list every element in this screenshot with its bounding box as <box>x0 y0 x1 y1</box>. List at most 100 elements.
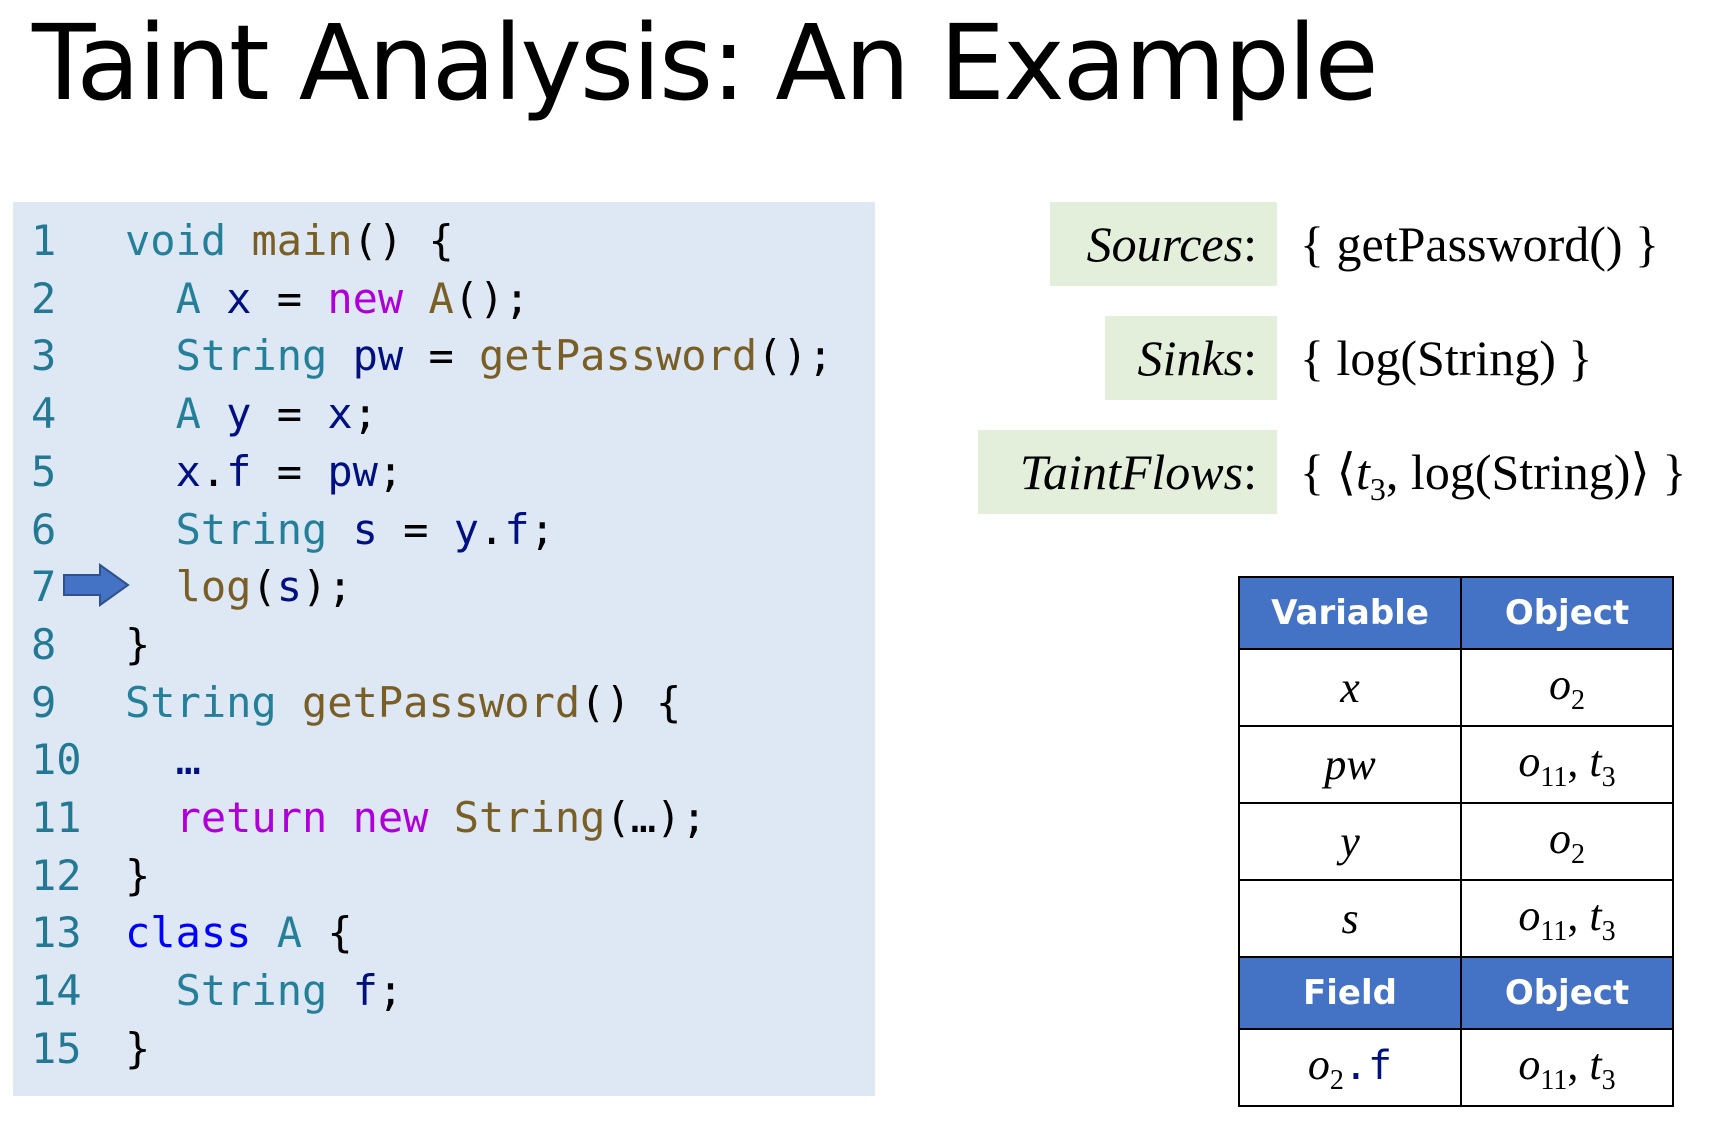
code-token <box>125 793 176 842</box>
line-number: 3 <box>31 331 57 381</box>
variable-cell: y <box>1238 802 1462 881</box>
taintflows-label: TaintFlows: <box>978 430 1277 514</box>
page-title: Taint Analysis: An Example <box>32 2 1379 124</box>
code-token: ; <box>377 446 404 496</box>
code-text: return new String(…); <box>125 789 707 847</box>
line-number: 10 <box>31 735 82 785</box>
code-token: y <box>453 504 480 554</box>
code-token: x <box>327 389 353 439</box>
line-number: 14 <box>31 966 82 1016</box>
code-text: class A { <box>125 904 353 962</box>
code-token: (); <box>757 331 834 381</box>
line-number: 5 <box>31 446 57 496</box>
code-text: A x = new A(); <box>125 270 530 328</box>
code-text: String pw = getPassword(); <box>125 327 833 385</box>
code-token: A <box>428 273 454 323</box>
sinks-value: { log(String) } <box>1300 330 1593 386</box>
object-cell: o11, t3 <box>1460 879 1674 958</box>
code-token: (…); <box>605 793 707 842</box>
line-number: 15 <box>31 1023 82 1073</box>
code-token <box>125 447 176 496</box>
code-token: = <box>251 446 328 496</box>
code-token: s <box>276 562 303 612</box>
line-number: 13 <box>31 908 82 958</box>
code-token: pw <box>352 331 404 381</box>
variable-cell: x <box>1238 648 1462 727</box>
code-token: return <box>175 793 328 842</box>
code-token: ); <box>302 562 353 612</box>
variable-cell: s <box>1238 879 1462 958</box>
line-number: 12 <box>31 850 82 900</box>
line-number: 2 <box>31 273 57 323</box>
code-token: } <box>125 850 151 900</box>
sources-label: Sources: <box>1050 202 1277 286</box>
code-token: main <box>251 216 353 265</box>
code-token <box>226 216 251 265</box>
code-token: (); <box>453 273 530 323</box>
taintflows-value: { ⟨t3, log(String)⟩ } <box>1300 444 1687 507</box>
line-number: 4 <box>31 389 57 439</box>
code-token: } <box>125 1023 151 1073</box>
code-token: new <box>352 793 429 842</box>
code-token <box>251 908 276 957</box>
code-token: x <box>175 446 201 496</box>
code-text: void main() { <box>125 212 454 270</box>
code-token <box>428 793 453 842</box>
code-token: . <box>479 504 505 554</box>
code-token: String <box>125 966 353 1016</box>
code-token: = <box>403 331 480 381</box>
line-number: 7 <box>31 562 57 612</box>
code-token: String <box>125 331 353 381</box>
code-token: pw <box>327 446 378 496</box>
code-token: A <box>125 273 227 323</box>
current-line-arrow-icon <box>63 563 130 607</box>
code-token: log <box>175 562 252 612</box>
code-text: String getPassword() { <box>125 674 681 732</box>
code-token: () { <box>352 216 454 265</box>
code-text: } <box>125 616 150 674</box>
code-token: class <box>125 908 252 958</box>
object-cell: o11, t3 <box>1460 725 1674 804</box>
code-token: … <box>125 735 201 785</box>
code-token: . <box>200 446 227 496</box>
code-token: String <box>453 793 606 842</box>
code-token: ; <box>377 966 404 1016</box>
line-number: 6 <box>31 504 57 554</box>
object-cell: o2 <box>1460 802 1674 881</box>
code-token: = <box>251 273 328 323</box>
code-token: f <box>226 446 252 496</box>
field-header: Field <box>1238 956 1462 1030</box>
code-token: y <box>226 389 252 439</box>
code-token: f <box>504 504 530 554</box>
code-token: void <box>125 216 227 265</box>
code-token: () { <box>580 677 682 727</box>
sources-value: { getPassword() } <box>1300 216 1660 272</box>
code-token <box>403 274 428 323</box>
field-cell: o2.f <box>1238 1028 1462 1107</box>
code-token: new <box>327 273 404 323</box>
code-token: A <box>125 389 227 439</box>
code-text: String s = y.f; <box>125 501 555 559</box>
code-token: { <box>302 908 353 958</box>
line-number: 1 <box>31 216 57 265</box>
code-token: ; <box>352 389 378 439</box>
code-token: = <box>251 389 328 439</box>
code-token: s <box>352 504 378 554</box>
code-token <box>125 562 176 611</box>
code-text: } <box>125 847 150 905</box>
code-token: String <box>125 677 303 727</box>
code-text: } <box>125 1020 150 1078</box>
code-text: x.f = pw; <box>125 443 404 501</box>
code-token: getPassword <box>479 331 758 381</box>
code-token: A <box>276 908 303 958</box>
code-token: x <box>226 273 252 323</box>
line-number: 11 <box>31 793 82 842</box>
code-token: String <box>125 504 353 554</box>
